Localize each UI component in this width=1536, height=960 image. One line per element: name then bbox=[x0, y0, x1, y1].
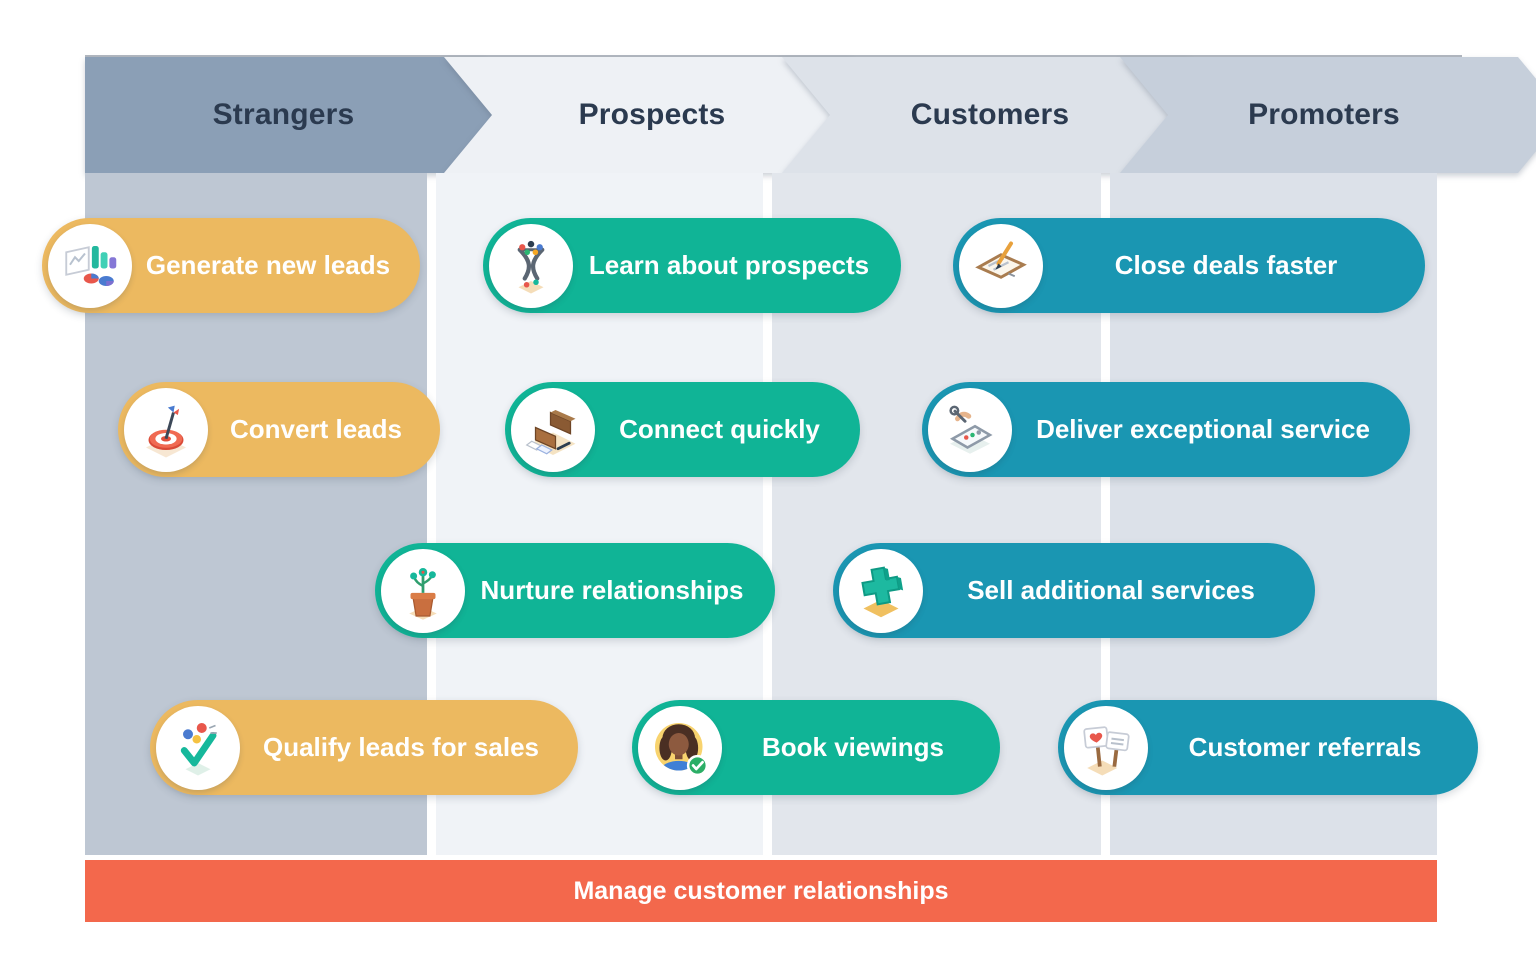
referral-signs-icon bbox=[1083, 725, 1130, 775]
pill-label: Nurture relationships bbox=[480, 575, 744, 605]
pill-icon-circle bbox=[381, 548, 465, 633]
footer-label: Manage customer relationships bbox=[573, 876, 949, 905]
funnel-leads-icon bbox=[517, 240, 545, 293]
stage-prospects: Prospects bbox=[444, 57, 820, 173]
pill-icon-circle bbox=[928, 387, 1012, 472]
pill-label: Book viewings bbox=[761, 732, 945, 762]
pill-convert-leads[interactable]: Convert leads bbox=[118, 382, 440, 477]
pill-book-viewings[interactable]: Book viewings bbox=[632, 700, 1000, 795]
stage-label: Promoters bbox=[1248, 98, 1400, 131]
pill-icon-circle bbox=[638, 705, 722, 790]
plus-sign-icon bbox=[861, 566, 904, 617]
pill-label: Qualify leads for sales bbox=[262, 732, 539, 762]
pill-label: Generate new leads bbox=[145, 250, 391, 280]
pill-label: Deliver exceptional service bbox=[1036, 414, 1370, 444]
stage-promoters: Promoters bbox=[1120, 57, 1488, 173]
stage-strangers: Strangers bbox=[85, 57, 482, 173]
pill-label: Convert leads bbox=[230, 414, 402, 444]
checkmark-leads-icon bbox=[180, 722, 217, 775]
pill-close-deals-faster[interactable]: Close deals faster bbox=[953, 218, 1425, 313]
pill-customer-referrals[interactable]: Customer referrals bbox=[1058, 700, 1478, 795]
briefcase-workspace-icon bbox=[525, 409, 576, 455]
pill-label: Close deals faster bbox=[1114, 250, 1338, 280]
pill-icon-circle bbox=[959, 223, 1043, 308]
pill-label: Sell additional services bbox=[967, 575, 1255, 605]
potted-plant-icon bbox=[409, 567, 437, 620]
pill-label: Connect quickly bbox=[619, 414, 820, 444]
pill-connect-quickly[interactable]: Connect quickly bbox=[505, 382, 860, 477]
stage-customers: Customers bbox=[782, 57, 1158, 173]
pill-icon-circle bbox=[156, 705, 240, 790]
pill-generate-new-leads[interactable]: Generate new leads bbox=[42, 218, 420, 313]
pill-icon-circle bbox=[1064, 705, 1148, 790]
pill-icon-circle bbox=[48, 223, 132, 308]
pill-learn-about-prospects[interactable]: Learn about prospects bbox=[483, 218, 901, 313]
pill-nurture-relationships[interactable]: Nurture relationships bbox=[375, 543, 775, 638]
pill-label: Learn about prospects bbox=[588, 250, 870, 280]
stage-label: Strangers bbox=[212, 98, 355, 131]
target-dart-icon bbox=[146, 405, 186, 457]
pill-icon-circle bbox=[511, 387, 595, 472]
footer-bar: Manage customer relationships bbox=[85, 860, 1437, 922]
pill-label: Customer referrals bbox=[1188, 732, 1422, 762]
stage-label: Prospects bbox=[578, 98, 726, 131]
agent-avatar-icon bbox=[655, 722, 709, 776]
bar-chart-presentation-icon bbox=[65, 245, 117, 286]
header-top-rule bbox=[85, 55, 1462, 58]
pill-icon-circle bbox=[124, 387, 208, 472]
pill-deliver-exceptional-service[interactable]: Deliver exceptional service bbox=[922, 382, 1410, 477]
stage-label: Customers bbox=[910, 98, 1070, 131]
device-service-icon bbox=[949, 405, 993, 454]
sign-contract-icon bbox=[975, 241, 1027, 279]
pill-sell-additional-services[interactable]: Sell additional services bbox=[833, 543, 1315, 638]
pill-qualify-leads-for-sales[interactable]: Qualify leads for sales bbox=[150, 700, 578, 795]
pill-icon-circle bbox=[839, 548, 923, 633]
pill-icon-circle bbox=[489, 223, 573, 308]
